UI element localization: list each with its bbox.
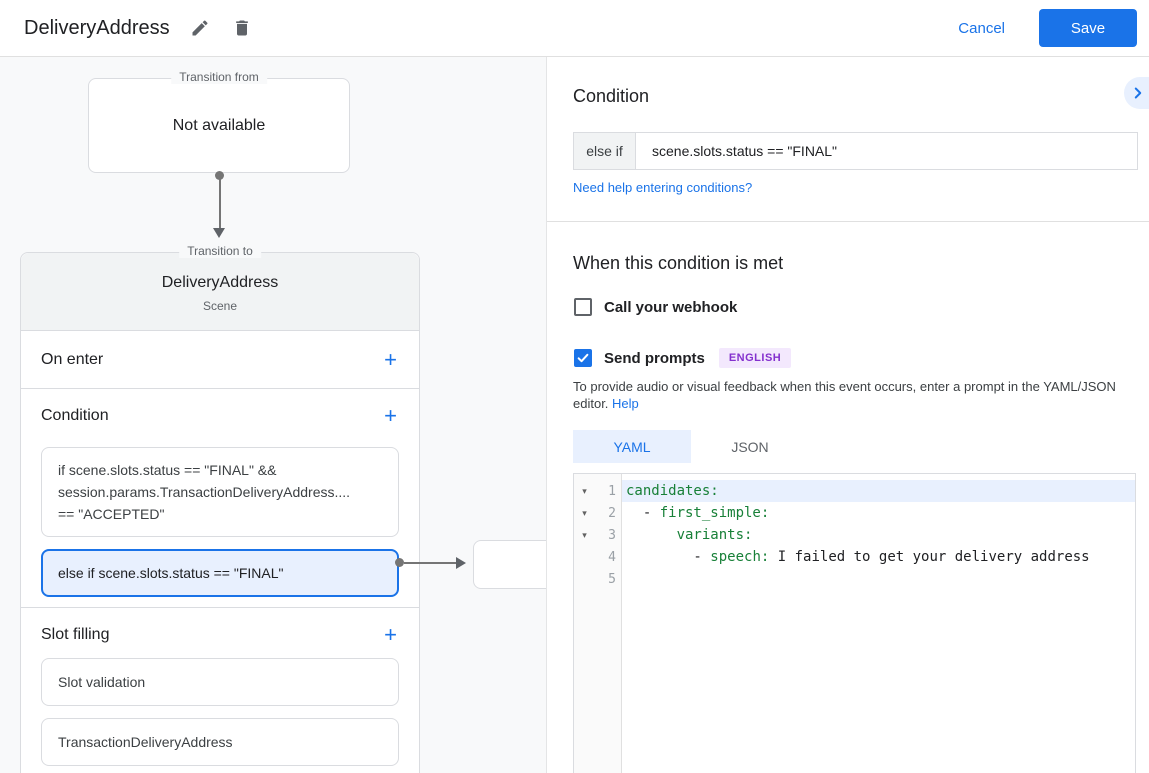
fold-arrow-icon[interactable]: ▾: [582, 485, 587, 496]
code-editor[interactable]: ▾ 1 candidates: ▾ 2 - first_simple: ▾ 3 varian…: [573, 473, 1136, 773]
condition-items: if scene.slots.status == "FINAL" && sessi…: [21, 447, 419, 597]
transition-from-content: Not available: [172, 116, 266, 134]
editor-line: ▾ 2 - first_simple:: [574, 502, 1135, 524]
arrow-line-vertical: [218, 177, 221, 229]
condition-item-line: session.params.TransactionDeliveryAddres…: [58, 484, 351, 500]
condition-met-title: When this condition is met: [573, 253, 784, 273]
code-token: [626, 527, 677, 543]
help-link[interactable]: Help: [612, 396, 639, 411]
add-slot-icon[interactable]: +: [384, 622, 397, 647]
code-line[interactable]: - first_simple:: [622, 502, 1135, 524]
slot-filling-label: Slot filling: [41, 626, 110, 643]
code-token: I failed to get your delivery address: [769, 549, 1090, 565]
condition-input-row: else if scene.slots.status == "FINAL": [573, 132, 1138, 170]
condition-label: Condition: [41, 407, 109, 424]
add-on-enter-icon[interactable]: +: [384, 346, 397, 372]
transition-to-legend: Transition to: [179, 244, 261, 258]
arrow-start-dot: [215, 171, 224, 180]
save-button[interactable]: Save: [1039, 9, 1137, 47]
fold-arrow-icon[interactable]: ▾: [582, 507, 587, 518]
editor-gutter: [574, 474, 622, 773]
prompt-description: To provide audio or visual feedback when…: [573, 378, 1129, 412]
send-prompts-checkbox[interactable]: [574, 349, 592, 367]
call-webhook-checkbox[interactable]: [574, 298, 592, 316]
on-enter-label: On enter: [41, 350, 104, 368]
panel-title: Condition: [573, 86, 650, 106]
add-condition-icon[interactable]: +: [384, 403, 397, 428]
editor-line: 5: [574, 568, 1135, 590]
collapse-panel-button[interactable]: [1124, 77, 1149, 109]
scene-diagram-pane: Transition from Not available Transition…: [0, 57, 546, 773]
prompt-description-text: To provide audio or visual feedback when…: [573, 379, 1116, 411]
trash-icon: [235, 20, 248, 36]
connector-dot: [395, 558, 404, 567]
scene-name: DeliveryAddress: [161, 274, 279, 291]
pencil-icon: [192, 20, 208, 36]
condition-item-line: else if scene.slots.status == "FINAL": [58, 565, 284, 581]
send-prompts-label: Send prompts: [604, 349, 705, 367]
delete-button[interactable]: [230, 16, 254, 40]
webhook-row: Call your webhook: [574, 298, 737, 316]
page-title: DeliveryAddress: [24, 16, 170, 39]
prompts-row: Send prompts ENGLISH: [574, 348, 792, 368]
top-bar: DeliveryAddress Cancel Save: [0, 0, 1149, 57]
fold-arrow-icon[interactable]: ▾: [582, 529, 587, 540]
panel-divider: [547, 221, 1149, 222]
code-token: -: [626, 505, 660, 521]
condition-item[interactable]: if scene.slots.status == "FINAL" && sessi…: [41, 447, 399, 537]
code-token: first_simple:: [659, 505, 770, 521]
code-token: variants:: [676, 527, 753, 543]
slot-item[interactable]: Slot validation: [41, 658, 399, 706]
condition-detail-panel: Condition else if scene.slots.status == …: [546, 57, 1149, 773]
condition-item-line: == "ACCEPTED": [58, 506, 165, 522]
code-line[interactable]: - speech: I failed to get your delivery …: [622, 546, 1135, 568]
line-number: 2: [608, 505, 616, 521]
transition-target-box[interactable]: [473, 540, 546, 589]
line-number: 1: [608, 483, 616, 499]
condition-item-selected[interactable]: else if scene.slots.status == "FINAL": [41, 549, 399, 597]
editor-line: ▾ 3 variants:: [574, 524, 1135, 546]
arrow-head-right-icon: [456, 556, 466, 569]
chevron-right-icon: [1134, 87, 1142, 99]
editor-tabs: YAML JSON: [573, 430, 809, 463]
edit-button[interactable]: [188, 16, 212, 40]
line-number: 5: [608, 571, 616, 587]
call-webhook-label: Call your webhook: [604, 298, 738, 316]
editor-lines: ▾ 1 candidates: ▾ 2 - first_simple: ▾ 3 varian…: [574, 474, 1135, 590]
language-badge: ENGLISH: [718, 348, 792, 368]
checkmark-icon: [577, 353, 589, 363]
editor-line: ▾ 1 candidates:: [574, 480, 1135, 502]
condition-section: Condition + if scene.slots.status == "FI…: [21, 389, 419, 608]
condition-prefix: else if: [574, 133, 636, 169]
code-line[interactable]: [622, 568, 1135, 590]
code-token: speech:: [710, 549, 770, 565]
tab-yaml[interactable]: YAML: [573, 430, 691, 463]
line-number: 3: [608, 527, 616, 543]
cancel-button[interactable]: Cancel: [958, 19, 1005, 37]
slot-item[interactable]: TransactionDeliveryAddress: [41, 718, 399, 766]
transition-from-legend: Transition from: [171, 70, 267, 84]
code-line[interactable]: candidates:: [622, 480, 1135, 502]
condition-help-link[interactable]: Need help entering conditions?: [573, 180, 753, 195]
editor-line: 4 - speech: I failed to get your deliver…: [574, 546, 1135, 568]
arrow-head-down-icon: [213, 228, 225, 238]
connector-line: [404, 561, 456, 564]
scene-card: Transition to DeliveryAddress Scene On e…: [20, 244, 420, 773]
condition-expression-input[interactable]: scene.slots.status == "FINAL": [652, 143, 838, 159]
transition-from-box[interactable]: Transition from Not available: [88, 70, 350, 173]
condition-item-line: if scene.slots.status == "FINAL" &&: [58, 462, 277, 478]
line-number: 4: [608, 549, 616, 565]
scene-card-header[interactable]: DeliveryAddress Scene: [21, 253, 419, 331]
on-enter-section[interactable]: On enter +: [21, 331, 419, 389]
code-line[interactable]: variants:: [622, 524, 1135, 546]
code-token: -: [626, 549, 711, 565]
scene-type: Scene: [202, 299, 238, 313]
code-token: candidates:: [626, 483, 719, 499]
tab-json[interactable]: JSON: [731, 438, 769, 455]
